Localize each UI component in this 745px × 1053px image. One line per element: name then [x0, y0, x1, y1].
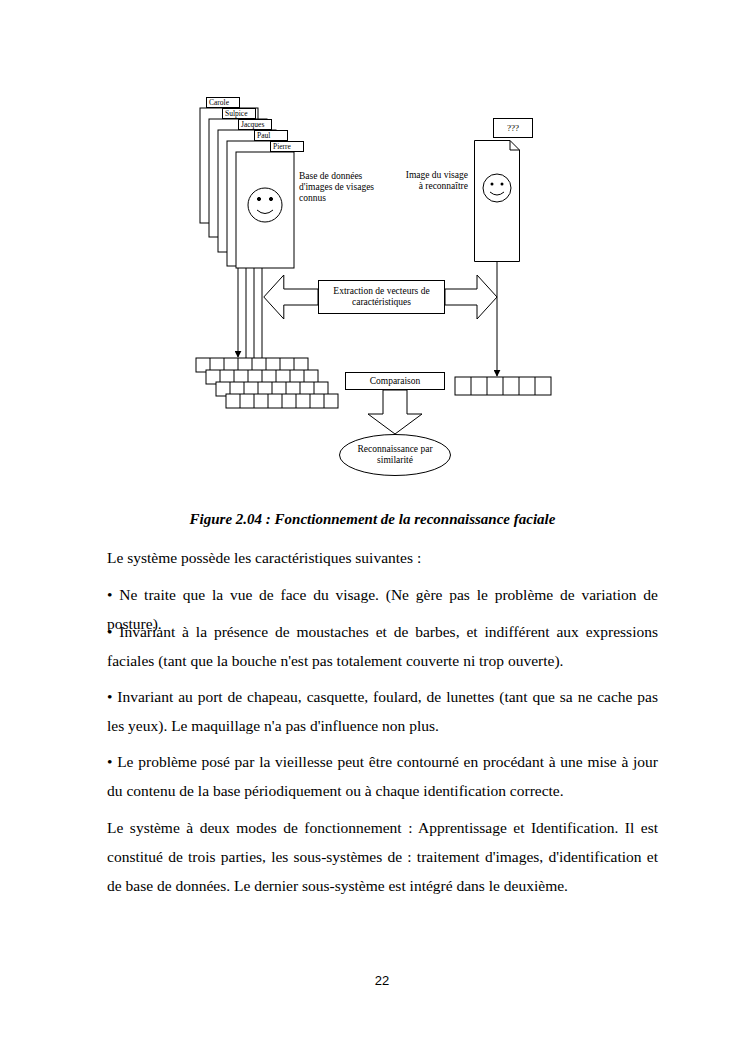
body-text: • Invariant à la présence de moustaches … [107, 617, 658, 675]
body-text: • Invariant au port de chapeau, casquett… [107, 682, 658, 740]
figure-caption: Figure 2.04 : Fonctionnement de la recon… [0, 511, 745, 528]
node-text: Base de données d'images de visages conn… [299, 171, 383, 204]
name-tab: Jacques [238, 119, 272, 130]
node-text: Reconnaissance par similarité [351, 444, 439, 466]
unknown-tag: ??? [493, 118, 533, 138]
body-text: Le système à deux modes de fonctionnemen… [107, 813, 658, 900]
database-cylinder: Base de données d'images de visages conn… [183, 93, 385, 271]
page-outline [474, 140, 520, 262]
node-text: Image du visage à reconnaître [404, 170, 468, 192]
name-tab: Paul [254, 130, 288, 141]
name-tab: Sulpice [222, 108, 256, 119]
query-image: Image du visage à reconnaître [474, 140, 520, 262]
feature-vectors [196, 358, 551, 408]
block-arrow [445, 275, 497, 319]
body-text: Le système possède les caractéristiques … [107, 543, 658, 572]
node-text: Extraction de vecteurs de caractéristiqu… [324, 286, 439, 308]
page-number: 22 [352, 973, 412, 988]
node-text: Comparaison [370, 376, 421, 387]
process-box: Extraction de vecteurs de caractéristiqu… [318, 280, 445, 314]
result-ellipse: Reconnaissance par similarité [339, 434, 451, 476]
body-text: • Le problème posé par la vieillesse peu… [107, 747, 658, 805]
block-arrow [264, 275, 318, 319]
name-tab: Carole [206, 97, 240, 108]
face-pages [200, 108, 294, 268]
block-arrow [368, 390, 422, 434]
name-tab: Pierre [270, 141, 304, 152]
process-box: Comparaison [345, 372, 445, 390]
